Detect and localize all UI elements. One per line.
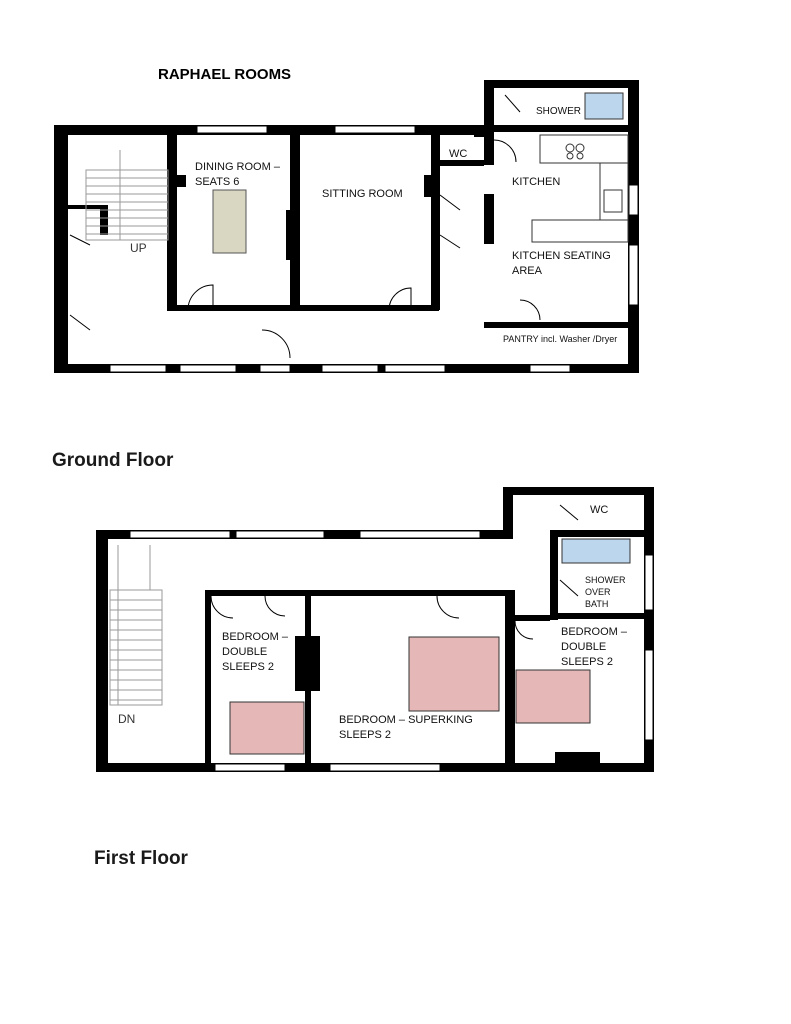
first-floor-stairs (109, 545, 163, 706)
ground-floor-windows (109, 125, 639, 373)
first-stairs-down-label: DN (118, 712, 136, 726)
bedroom-double-1-label: BEDROOM – DOUBLE SLEEPS 2 (222, 631, 289, 673)
dining-room-label: DINING ROOM – SEATS 6 (195, 161, 280, 188)
bathtub (561, 538, 631, 564)
shower-label: SHOWER (536, 106, 581, 117)
first-floor-heading: First Floor (94, 848, 188, 869)
dining-table (212, 189, 247, 254)
kitchen-counters (531, 134, 629, 243)
shower-over-bath-label: SHOWER OVER BATH (585, 575, 626, 609)
ground-floor-stairs (85, 150, 169, 241)
first-floor-doors (210, 504, 579, 640)
shower-tray (584, 92, 624, 120)
pantry-label: PANTRY incl. Washer /Dryer (503, 334, 618, 344)
plan-title: RAPHAEL ROOMS (158, 66, 292, 83)
sitting-room-label: SITTING ROOM (322, 188, 403, 200)
bed-double-2 (515, 669, 591, 724)
ground-floor-heading: Ground Floor (52, 450, 174, 471)
kitchen-seating-label: KITCHEN SEATING AREA (512, 250, 611, 277)
bedroom-superking-label: BEDROOM – SUPERKING SLEEPS 2 (339, 714, 473, 741)
bed-superking (408, 636, 500, 712)
bedroom-double-2-label: BEDROOM – DOUBLE SLEEPS 2 (561, 626, 628, 668)
ground-stairs-up-label: UP (130, 241, 147, 255)
ground-floor-doors (69, 94, 541, 359)
kitchen-label: KITCHEN (512, 176, 561, 188)
first-wc-label: WC (590, 504, 609, 516)
ground-wc-label: WC (449, 148, 468, 160)
first-floor-windows (129, 530, 654, 772)
bed-double-1 (229, 701, 305, 755)
